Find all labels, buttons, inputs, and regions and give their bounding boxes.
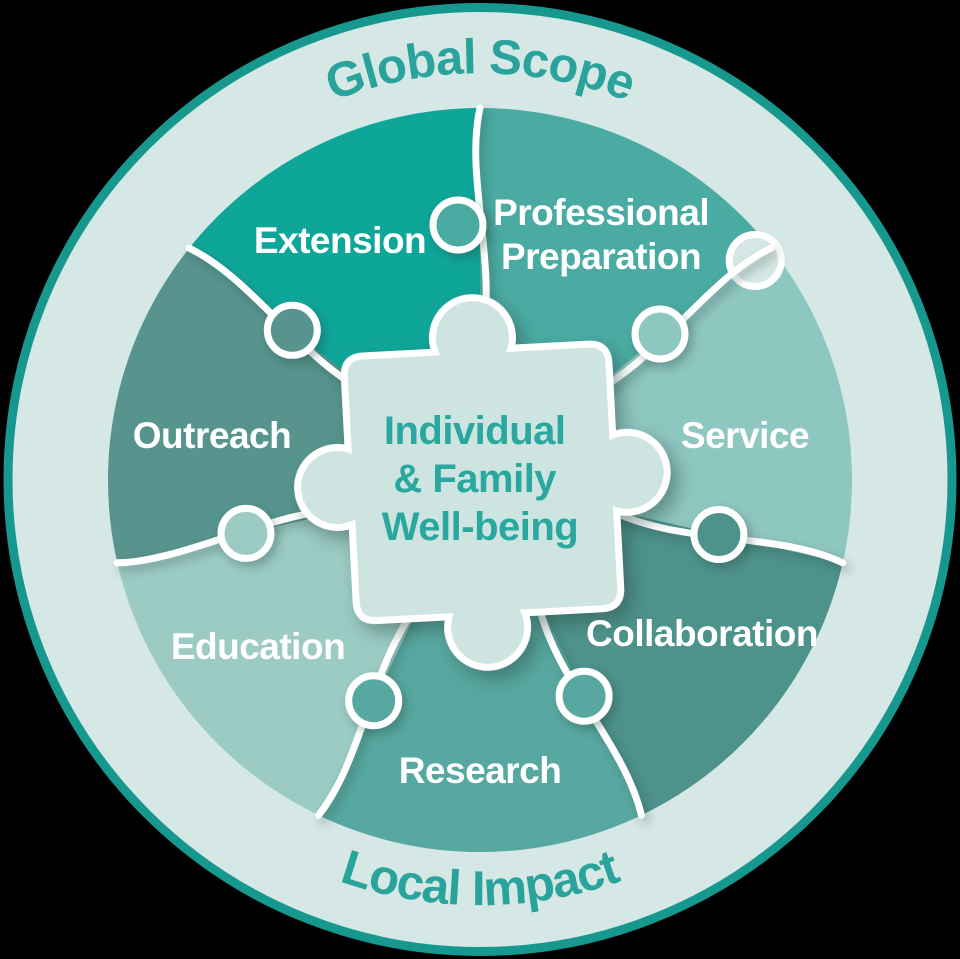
label-education: Education	[171, 626, 345, 667]
center-piece-label: Individual & Family Well-being	[382, 409, 578, 549]
label-service: Service	[681, 415, 809, 456]
label-research: Research	[399, 750, 562, 791]
tab-profprep-into-extension	[429, 196, 487, 254]
tab-research-into-education	[345, 672, 403, 730]
center-line-3: Well-being	[382, 505, 578, 549]
center-line-1: Individual	[384, 409, 566, 453]
tab-research-into-collaboration	[555, 667, 613, 725]
center-piece-group	[294, 294, 671, 671]
label-professional-preparation: Professional Preparation	[493, 192, 719, 277]
tab-outreach-into-extension	[263, 301, 321, 359]
label-outreach: Outreach	[133, 415, 291, 456]
puzzle-tabs	[217, 196, 748, 730]
tab-collaboration-into-service	[690, 506, 748, 563]
label-profprep-line-2: Preparation	[501, 236, 701, 277]
center-piece	[294, 294, 671, 671]
tab-service-into-profprep	[631, 305, 689, 363]
center-line-2: & Family	[393, 457, 557, 501]
piece-labels: Extension Professional Preparation Servi…	[133, 192, 819, 791]
label-collaboration: Collaboration	[586, 613, 818, 654]
tab-education-into-outreach	[217, 504, 275, 562]
label-profprep-line-1: Professional	[493, 192, 709, 233]
label-extension: Extension	[254, 220, 426, 261]
